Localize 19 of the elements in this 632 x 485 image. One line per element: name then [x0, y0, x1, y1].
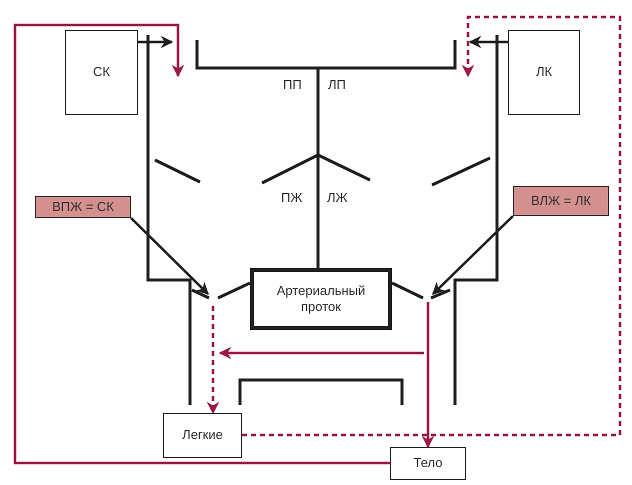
- formula-box: ВПЖ = СК: [35, 196, 131, 218]
- organ-box: Легкие: [163, 413, 242, 458]
- duct-box: Артериальный проток: [250, 268, 392, 330]
- chamber-label: ЛЖ: [327, 191, 348, 204]
- arrow: [206, 306, 220, 414]
- chamber-label: ЛП: [328, 78, 346, 91]
- arrow: [432, 215, 514, 295]
- arrow: [468, 36, 508, 48]
- chamber-box: СК: [65, 30, 138, 115]
- chamber-box: ЛК: [508, 30, 580, 115]
- arrow: [14, 24, 390, 464]
- chamber-label: ПП: [283, 78, 302, 91]
- formula-box: ВЛЖ = ЛК: [513, 186, 609, 216]
- arrow: [422, 302, 434, 448]
- organ-box: Тело: [390, 447, 466, 480]
- chamber-label: ПЖ: [281, 191, 302, 204]
- arrow: [138, 36, 174, 48]
- arrow: [130, 217, 209, 295]
- arrow: [242, 16, 622, 436]
